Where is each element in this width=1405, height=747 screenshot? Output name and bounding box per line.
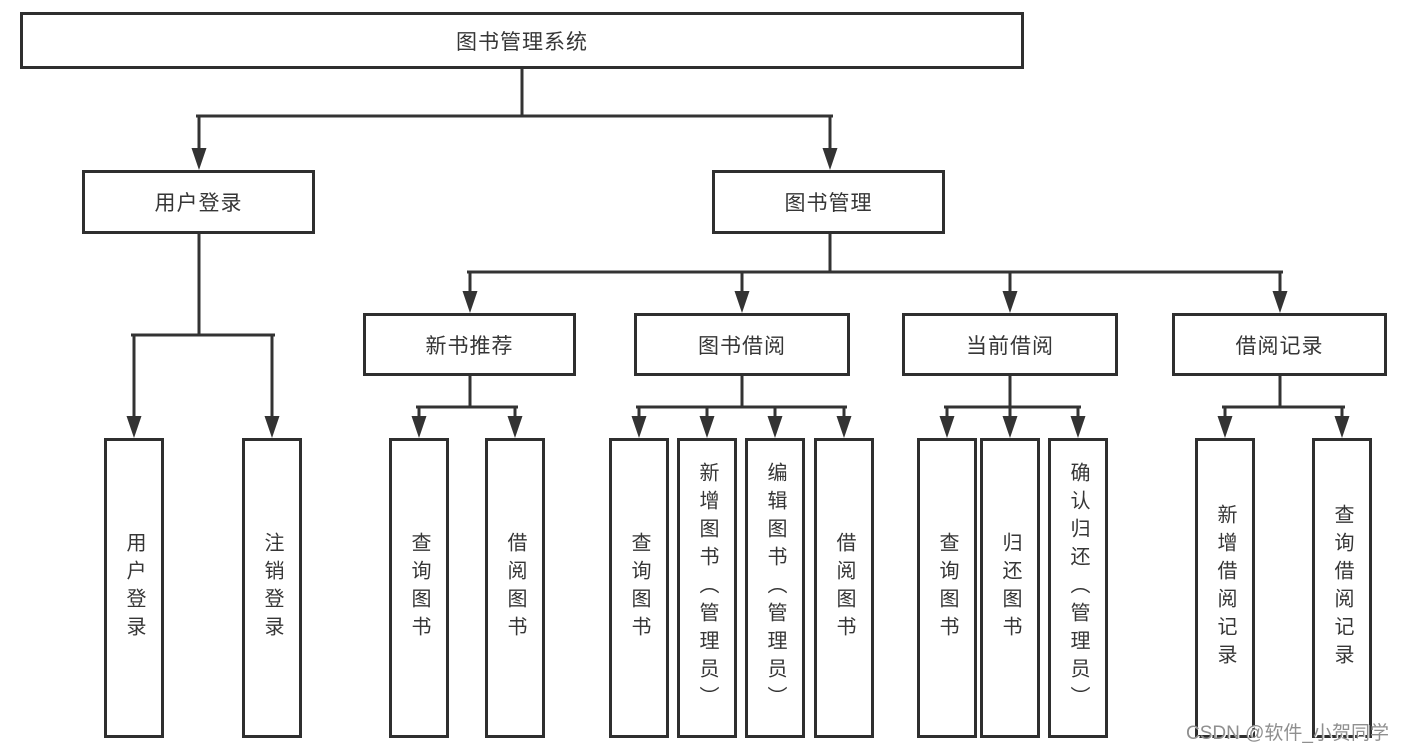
node-user-login: 用户登录 [82, 170, 315, 234]
leaf-confirm-return-admin: 确认归还（管理员） [1048, 438, 1108, 738]
leaf-borrow-books-recommend: 借阅图书 [485, 438, 545, 738]
node-book-borrowing-label: 图书借阅 [698, 334, 786, 358]
node-borrowing-records: 借阅记录 [1172, 313, 1387, 376]
node-library-system-label: 图书管理系统 [456, 30, 588, 54]
node-book-management-label: 图书管理 [784, 192, 873, 215]
leaf-borrow-books-borrowing: 借阅图书 [814, 438, 874, 738]
leaf-borrow-books-recommend-label: 借阅图书 [504, 532, 526, 644]
leaf-user-login: 用户登录 [104, 438, 164, 738]
leaf-user-login-label: 用户登录 [123, 532, 145, 644]
node-current-borrowing: 当前借阅 [902, 313, 1118, 376]
leaf-query-books-current: 查询图书 [917, 438, 977, 738]
leaf-confirm-return-admin-label: 确认归还（管理员） [1067, 462, 1089, 714]
node-library-system: 图书管理系统 [20, 12, 1024, 69]
leaf-edit-book-admin-label: 编辑图书（管理员） [764, 462, 786, 714]
leaf-add-borrow-record: 新增借阅记录 [1195, 438, 1255, 738]
node-current-borrowing-label: 当前借阅 [966, 334, 1054, 358]
leaf-edit-book-admin: 编辑图书（管理员） [745, 438, 805, 738]
node-book-management: 图书管理 [712, 170, 945, 234]
node-user-login-label: 用户登录 [154, 192, 243, 215]
leaf-query-books-recommend: 查询图书 [389, 438, 449, 738]
node-borrowing-records-label: 借阅记录 [1235, 334, 1324, 358]
leaf-query-books-current-label: 查询图书 [936, 532, 958, 644]
leaf-add-borrow-record-label: 新增借阅记录 [1214, 504, 1236, 672]
leaf-query-borrow-record: 查询借阅记录 [1312, 438, 1372, 738]
node-book-borrowing: 图书借阅 [634, 313, 850, 376]
leaf-add-book-admin: 新增图书（管理员） [677, 438, 737, 738]
leaf-query-borrow-record-label: 查询借阅记录 [1331, 504, 1353, 672]
leaf-return-books: 归还图书 [980, 438, 1040, 738]
leaf-logout-label: 注销登录 [261, 532, 283, 644]
leaf-borrow-books-borrowing-label: 借阅图书 [833, 532, 855, 644]
csdn-watermark: CSDN @软件_小贺同学 [1186, 723, 1389, 744]
leaf-query-books-recommend-label: 查询图书 [408, 532, 430, 644]
leaf-return-books-label: 归还图书 [999, 532, 1021, 644]
node-new-book-recommend: 新书推荐 [363, 313, 576, 376]
leaf-query-books-borrowing: 查询图书 [609, 438, 669, 738]
leaf-logout: 注销登录 [242, 438, 302, 738]
node-new-book-recommend-label: 新书推荐 [425, 334, 514, 358]
leaf-add-book-admin-label: 新增图书（管理员） [696, 462, 718, 714]
leaf-query-books-borrowing-label: 查询图书 [628, 532, 650, 644]
